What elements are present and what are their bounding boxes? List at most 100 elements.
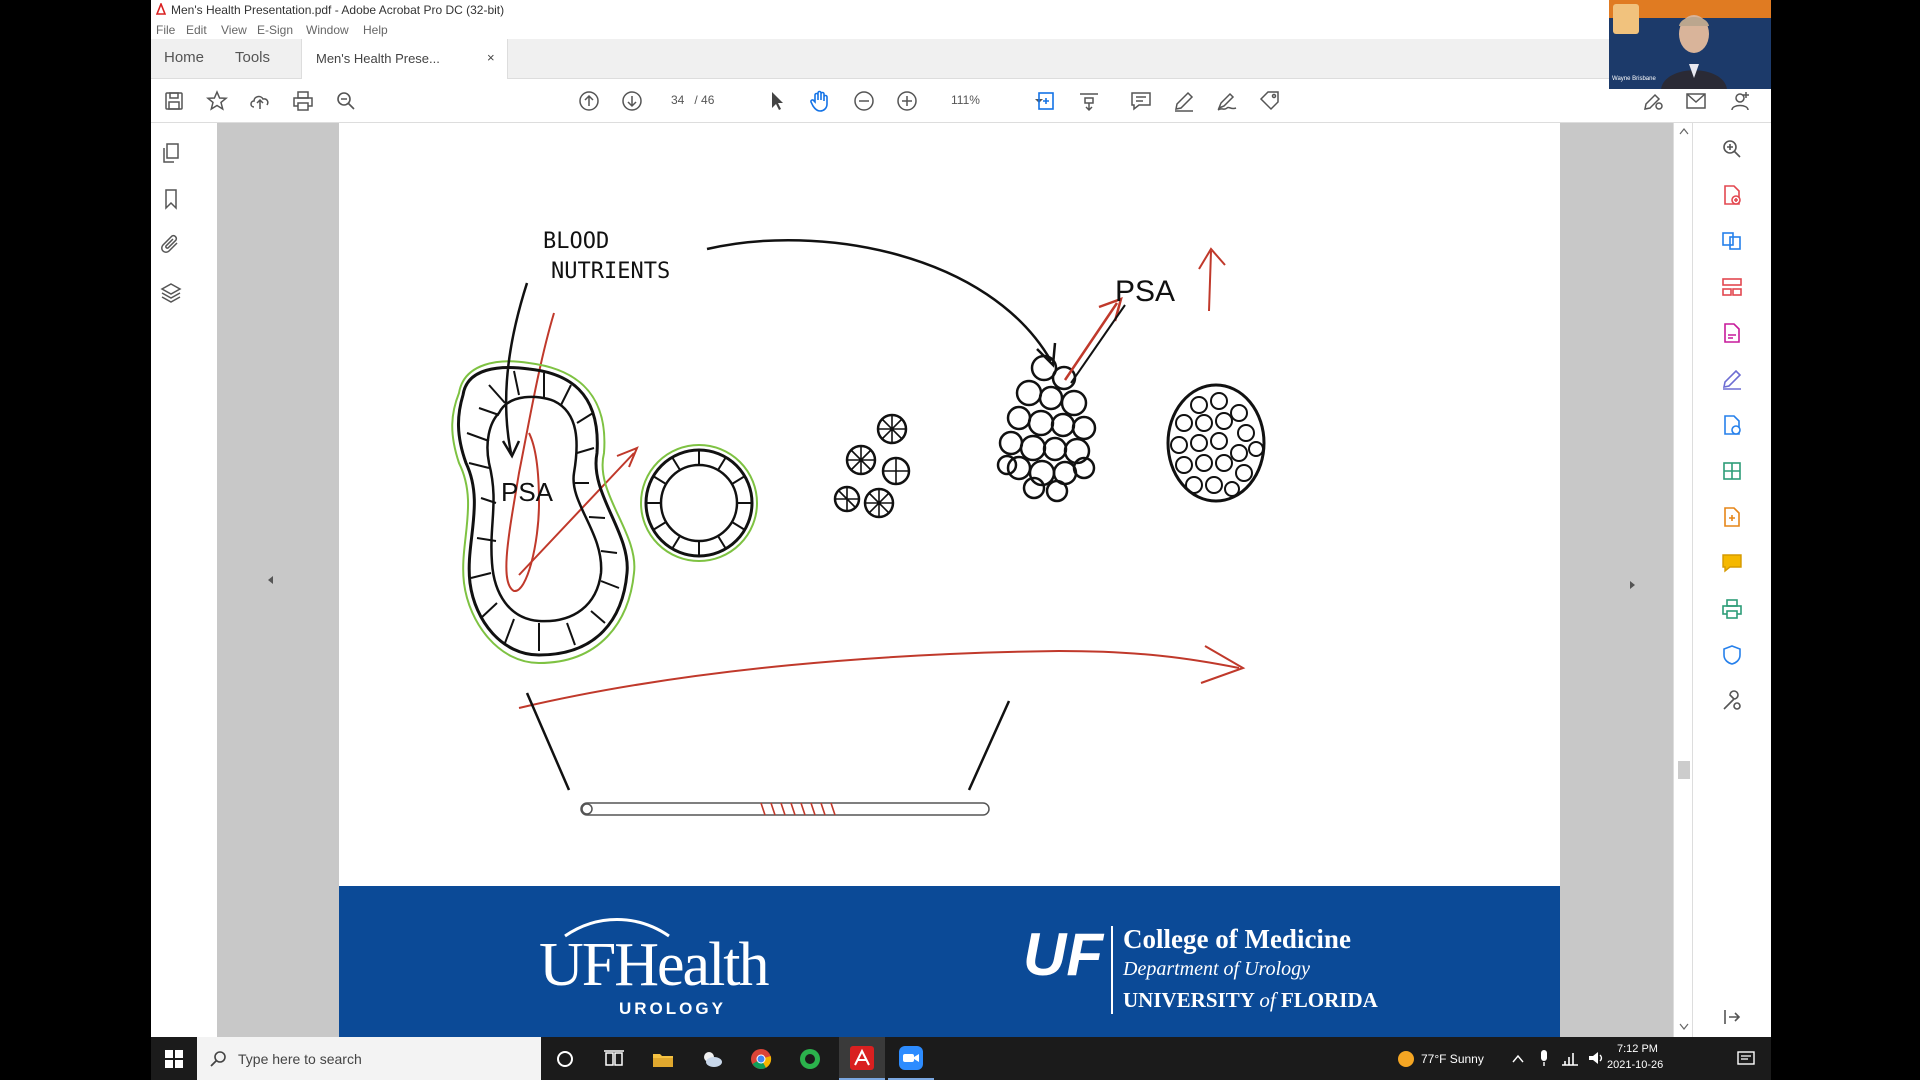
menu-bar: File Edit View E-Sign Window Help [151,19,1771,39]
window-title: Men's Health Presentation.pdf - Adobe Ac… [171,3,505,17]
protect-icon[interactable] [1720,643,1744,667]
tab-close-icon[interactable]: × [487,50,495,65]
select-arrow-icon[interactable] [765,89,789,113]
right-tools-panel [1692,123,1771,1037]
task-view-icon[interactable] [602,1047,626,1071]
presenter-avatar [1661,15,1727,89]
menu-edit[interactable]: Edit [186,23,207,37]
create-pdf-icon[interactable] [1720,229,1744,253]
system-tray: 77°F Sunny 7:12 PM 2021-10-26 [1391,1037,1771,1080]
scroll-mode-icon[interactable] [1077,89,1101,113]
university-of-florida: UNIVERSITY of FLORIDA [1123,988,1378,1013]
zoom-icon[interactable] [1720,137,1744,161]
collapse-left-icon[interactable] [266,573,276,587]
page-down-icon[interactable] [620,89,644,113]
spreadsheet-icon[interactable] [1720,459,1744,483]
print-icon[interactable] [291,89,315,113]
uf-logo: UF [1023,921,1103,988]
scrollbar-thumb[interactable] [1678,761,1690,779]
chrome-icon[interactable] [749,1047,773,1071]
zoom-out-icon[interactable] [852,89,876,113]
network-icon[interactable] [1561,1050,1579,1066]
windows-start-icon[interactable] [165,1050,183,1068]
zoom-in-icon[interactable] [895,89,919,113]
bookmark-icon[interactable] [159,187,183,211]
sign-icon[interactable] [1215,89,1239,113]
tab-tools[interactable]: Tools [235,49,271,66]
print-production-icon[interactable] [1720,597,1744,621]
organize-icon[interactable] [1720,275,1744,299]
chevron-up-icon[interactable] [1511,1052,1525,1066]
notification-icon[interactable] [1737,1050,1755,1066]
tag-icon[interactable] [1258,89,1282,113]
fill-sign-icon[interactable] [1720,367,1744,391]
save-icon[interactable] [162,89,186,113]
account-icon[interactable] [1728,89,1752,113]
volume-icon[interactable] [1587,1050,1605,1066]
footer-banner: UFHealth UROLOGY UF College of Medicine … [339,886,1560,1037]
upload-icon[interactable] [248,89,272,113]
cortana-icon[interactable] [553,1047,577,1071]
clock-time[interactable]: 7:12 PM [1617,1043,1658,1055]
attachment-icon[interactable] [159,233,183,257]
logo-divider [1111,926,1113,1014]
export-icon[interactable] [1720,413,1744,437]
document-canvas[interactable]: PSA [217,123,1692,1037]
page-up-icon[interactable] [577,89,601,113]
email-icon[interactable] [1684,89,1708,113]
pages-icon[interactable] [159,141,183,165]
toolbar [151,79,1771,123]
page-total: / 46 [694,93,715,107]
scroll-down-icon[interactable] [1679,1023,1689,1031]
zoom-value[interactable]: 111% [951,93,980,107]
taskbar-search[interactable]: Type here to search [197,1037,541,1080]
fit-page-icon[interactable] [1035,89,1059,113]
blood-nutrients-label: BLOOD NUTRIENTS [543,227,670,287]
collapse-right-icon[interactable] [1627,578,1637,592]
expand-panel-icon[interactable] [1720,1005,1744,1029]
psa-label: PSA [1115,275,1175,308]
webcam-orange-strip [1609,0,1771,18]
menu-window[interactable]: Window [306,23,349,37]
zoom-taskbar[interactable] [888,1037,934,1080]
comment-icon[interactable] [1129,89,1153,113]
hand-drawing: PSA [451,238,1266,816]
acrobat-icon [156,3,166,15]
vertical-scrollbar[interactable] [1673,123,1693,1037]
page-current[interactable]: 34 [671,93,685,107]
search-icon [210,1051,226,1067]
ufhealth-logo: UFHealth [539,931,770,999]
weather-app-icon[interactable] [700,1047,724,1071]
weather-text[interactable]: 77°F Sunny [1421,1052,1484,1066]
left-navigation-panel [151,123,218,1037]
green-app-icon[interactable] [798,1047,822,1071]
tab-home[interactable]: Home [164,49,205,66]
microphone-icon[interactable] [1537,1049,1551,1067]
webcam-badge [1613,4,1639,34]
tools-icon[interactable] [1720,689,1744,713]
menu-file[interactable]: File [156,23,176,37]
screen: Men's Health Presentation.pdf - Adobe Ac… [151,0,1771,1080]
edit-pdf-icon[interactable] [1720,321,1744,345]
page-number[interactable]: 34 / 46 [671,93,714,107]
bookmark-star-icon[interactable] [205,89,229,113]
share-icon[interactable] [1641,89,1665,113]
menu-esign[interactable]: E-Sign [257,23,294,37]
pen-icon[interactable] [1172,89,1196,113]
menu-help[interactable]: Help [363,23,388,37]
hand-icon[interactable] [808,89,832,113]
export-pdf-icon[interactable] [1720,183,1744,207]
menu-view[interactable]: View [221,23,247,37]
search-zoom-icon[interactable] [334,89,358,113]
clock-date[interactable]: 2021-10-26 [1607,1059,1664,1071]
layers-icon[interactable] [159,281,183,305]
scroll-up-icon[interactable] [1679,127,1689,135]
comment-panel-icon[interactable] [1720,551,1744,575]
urology-text: UROLOGY [619,999,726,1018]
combine-icon[interactable] [1720,505,1744,529]
tab-document-label: Men's Health Prese... [316,51,440,66]
acrobat-taskbar-active[interactable] [839,1037,885,1080]
tab-bar: Home Tools Men's Health Prese... × [151,39,1771,79]
file-explorer-icon[interactable] [651,1047,675,1071]
tab-document[interactable]: Men's Health Prese... × [301,39,508,79]
